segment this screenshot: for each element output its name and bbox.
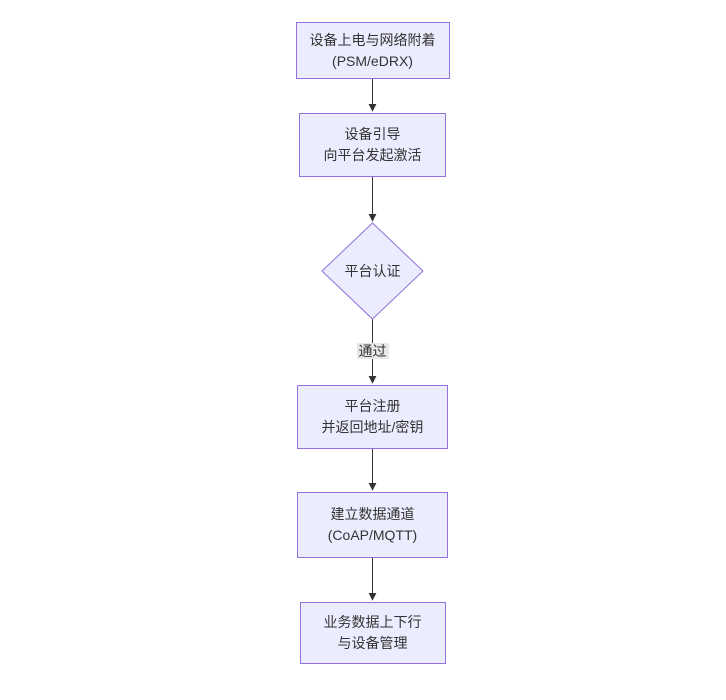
node-label-line: 设备上电与网络附着: [309, 31, 436, 48]
node-label-line: 与设备管理: [337, 635, 408, 651]
node-auth-label: 平台认证: [344, 263, 401, 279]
node-channel: 建立数据通道 (CoAP/MQTT): [297, 492, 448, 558]
node-power-attach: 设备上电与网络附着 (PSM/eDRX): [295, 22, 450, 79]
node-label-line: 并返回地址/密钥: [321, 419, 424, 435]
node-label-line: 设备引导: [344, 126, 401, 142]
node-register: 平台注册 并返回地址/密钥: [297, 385, 448, 449]
node-business: 业务数据上下行 与设备管理: [299, 602, 446, 664]
node-label-line: 建立数据通道: [330, 506, 415, 522]
node-label-line: (PSM/eDRX): [332, 52, 413, 69]
node-label-line: (CoAP/MQTT): [327, 527, 418, 543]
edge-label-pass: 通过: [356, 343, 389, 359]
node-auth-diamond: [321, 222, 424, 320]
node-label-line: 平台注册: [344, 398, 401, 414]
node-label-line: 向平台发起激活: [323, 147, 422, 163]
node-bootstrap: 设备引导 向平台发起激活: [299, 113, 446, 177]
node-label-line: 业务数据上下行: [323, 614, 422, 630]
